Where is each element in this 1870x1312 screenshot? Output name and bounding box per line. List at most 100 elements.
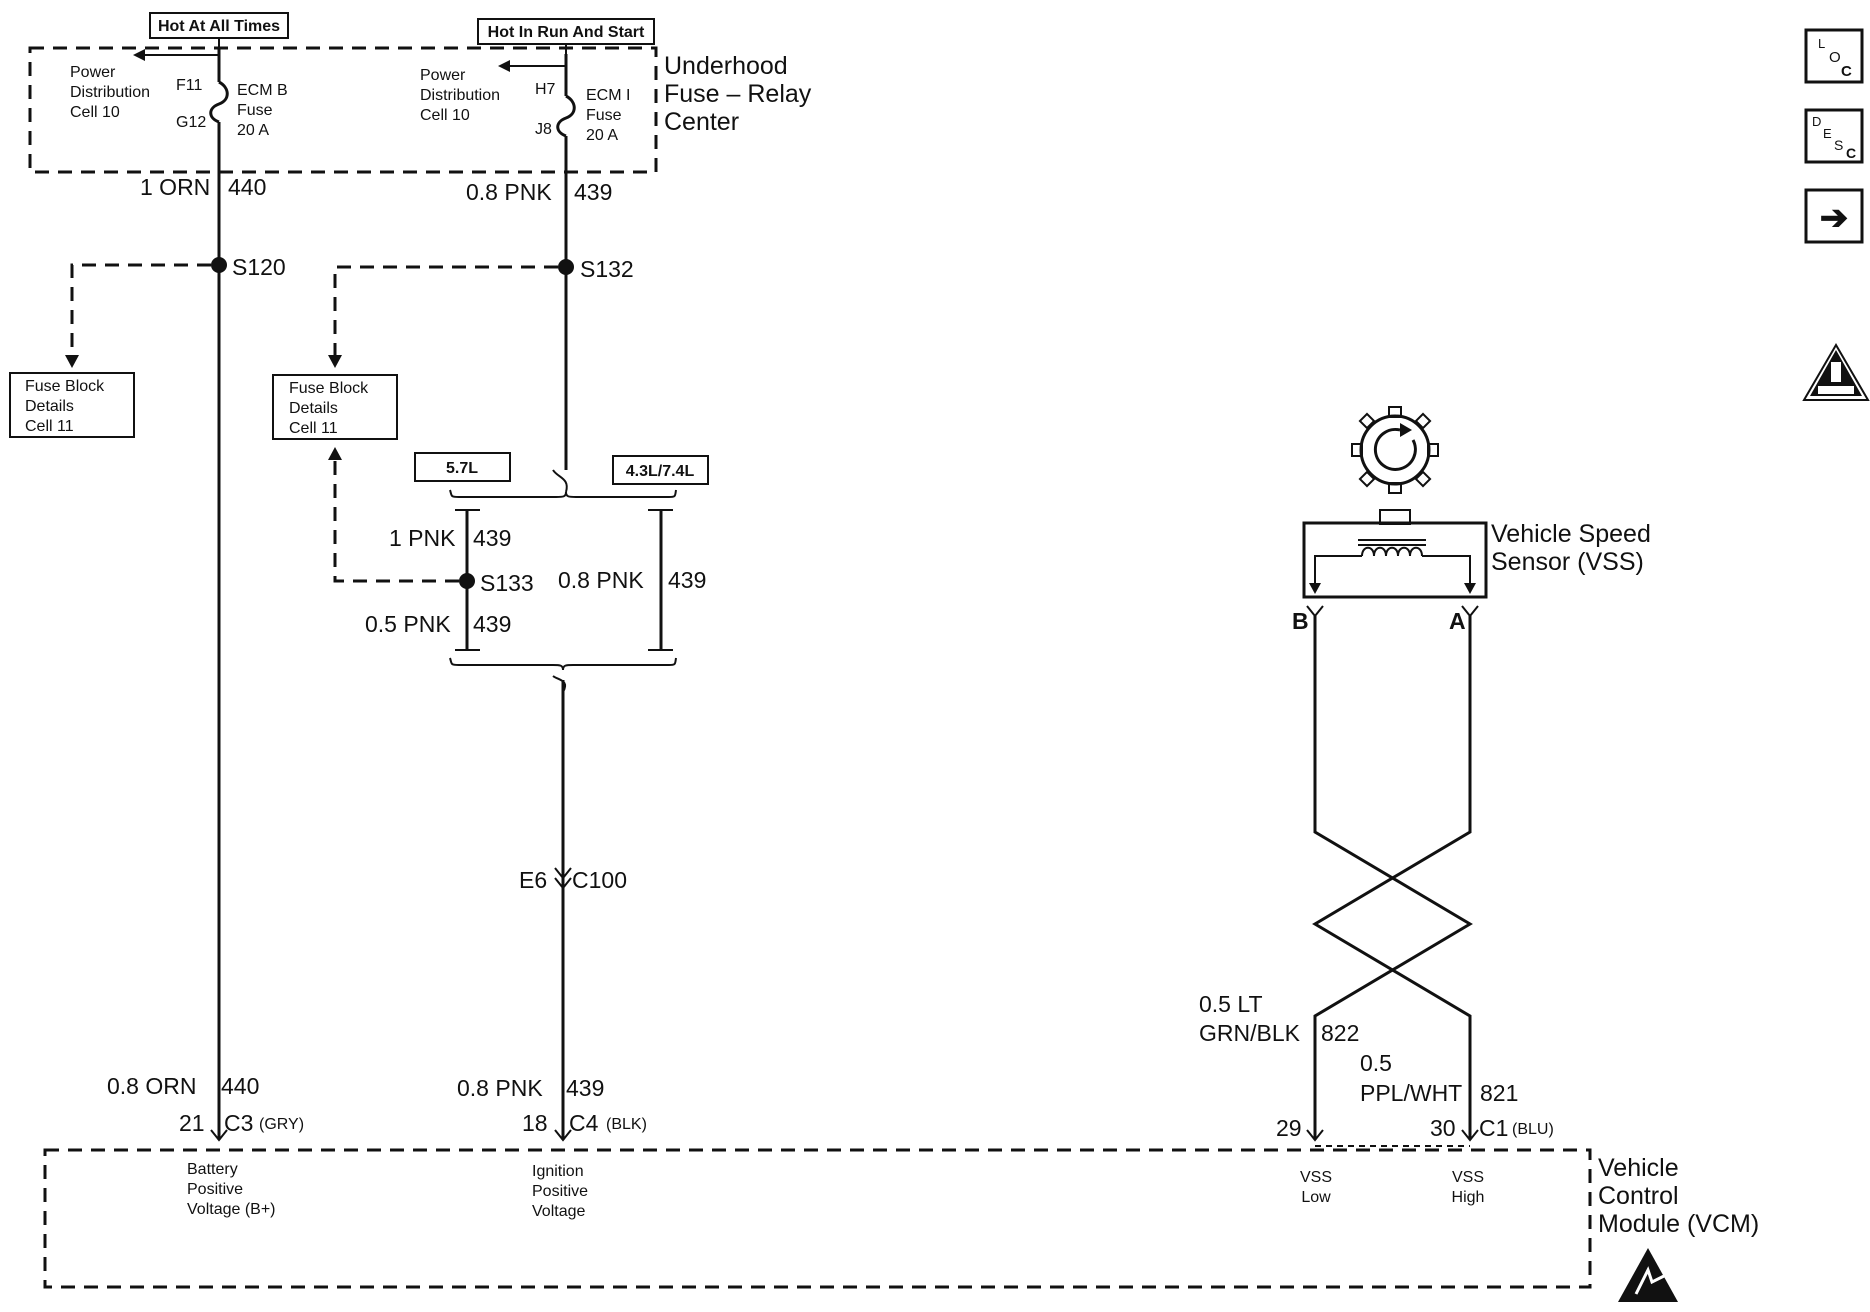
option-5-7l-box <box>414 452 511 482</box>
svg-text:4.3L/7.4L: 4.3L/7.4L <box>626 463 695 480</box>
svg-text:GRN/BLK: GRN/BLK <box>1199 1020 1301 1046</box>
svg-text:PPL/WHT: PPL/WHT <box>1360 1080 1462 1106</box>
splice-s132 <box>558 259 574 275</box>
battery-positive-voltage-label: Battery <box>187 1161 238 1178</box>
vss-low-label: VSS <box>1300 1169 1332 1186</box>
wire-439-a-label: 1 PNK <box>389 525 456 551</box>
hot-in-run-start-box <box>477 18 655 45</box>
wire-439-c-label: 0.8 PNK <box>558 567 644 593</box>
svg-text:(GRY): (GRY) <box>259 1116 304 1133</box>
svg-text:439: 439 <box>668 567 706 593</box>
wire-440-top-label: 1 ORN <box>140 174 210 200</box>
arrow-right-icon: ➔ <box>1820 199 1849 237</box>
svg-text:Positive: Positive <box>532 1183 588 1200</box>
c1-connector: C1 <box>1479 1115 1508 1141</box>
svg-text:Cell 11: Cell 11 <box>25 418 74 435</box>
svg-text:S120: S120 <box>232 254 286 280</box>
svg-text:822: 822 <box>1321 1020 1359 1046</box>
svg-text:L: L <box>1818 36 1825 51</box>
svg-text:D: D <box>1812 114 1821 129</box>
option-bracket-top <box>449 489 677 498</box>
fuse-block-details-2 <box>272 374 398 440</box>
svg-text:821: 821 <box>1480 1080 1518 1106</box>
vss-pin-a: A <box>1449 608 1466 634</box>
vcm-boundary <box>43 1148 1592 1289</box>
wire-821 <box>1312 616 1472 1140</box>
next-arrow-button[interactable]: ➔ <box>1804 188 1864 244</box>
svg-text:440: 440 <box>221 1073 259 1099</box>
c1-pin-30: 30 <box>1430 1115 1456 1141</box>
svg-text:439: 439 <box>473 525 511 551</box>
option-bracket-bottom <box>449 657 677 671</box>
desc-button[interactable]: D E S C <box>1804 108 1864 164</box>
splice-s120 <box>211 257 227 273</box>
ecm-b-fuse-label: ECM B <box>237 82 288 99</box>
fuse-center-title: Underhood <box>664 52 788 80</box>
svg-text:Details: Details <box>25 398 74 415</box>
svg-text:Distribution: Distribution <box>420 87 500 104</box>
vehicle-control-module: 21 C3 (GRY) 18 C4 (BLK) 29 30 C1 (BLU) B… <box>43 1110 1759 1302</box>
vss-high-label: VSS <box>1452 1169 1484 1186</box>
svg-text:Fuse Block: Fuse Block <box>25 378 105 395</box>
svg-text:439: 439 <box>473 611 511 637</box>
svg-text:Module (VCM): Module (VCM) <box>1598 1210 1759 1238</box>
svg-text:20 A: 20 A <box>237 122 269 139</box>
svg-text:Cell 10: Cell 10 <box>420 107 470 124</box>
vss-coil-symbol <box>1361 546 1423 557</box>
svg-text:Voltage (B+): Voltage (B+) <box>187 1201 276 1218</box>
vss-title: Vehicle Speed <box>1491 520 1651 548</box>
connector-c100-label: C100 <box>572 867 627 893</box>
ecm-i-fuse-label: ECM I <box>586 87 630 104</box>
connector-c100-pin: E6 <box>519 867 547 893</box>
svg-text:Positive: Positive <box>187 1181 243 1198</box>
s132-dashed-branch <box>333 265 558 355</box>
c4-pin: 18 <box>522 1110 548 1136</box>
svg-text:20 A: 20 A <box>586 127 618 144</box>
svg-text:439: 439 <box>566 1075 604 1101</box>
fuse-block-details-1 <box>9 372 135 438</box>
connector-c100-symbol <box>554 867 572 890</box>
c1-pin-29: 29 <box>1276 1115 1302 1141</box>
loc-button[interactable]: L O C <box>1804 28 1864 84</box>
svg-text:Voltage: Voltage <box>532 1203 585 1220</box>
ecm-b-fuse-symbol <box>209 80 229 124</box>
vcm-connector-symbols <box>210 1129 1479 1142</box>
power-distribution-label-2: Power <box>420 67 466 84</box>
s120-dashed-branch <box>70 263 211 355</box>
c4-connector: C4 <box>569 1110 599 1136</box>
c3-connector: C3 <box>224 1110 253 1136</box>
svg-text:5.7L: 5.7L <box>446 460 478 477</box>
power-distribution-label-1: Power <box>70 64 116 81</box>
fuse1-pin-bottom: G12 <box>176 114 206 131</box>
svg-text:Distribution: Distribution <box>70 84 150 101</box>
svg-text:Details: Details <box>289 400 338 417</box>
svg-text:(BLK): (BLK) <box>606 1116 647 1133</box>
fuse2-pin-bottom: J8 <box>535 121 552 138</box>
wire-822 <box>1313 616 1473 1140</box>
c3-pin: 21 <box>179 1110 205 1136</box>
option-4-3l-7-4l-box <box>612 455 709 485</box>
wire-439-b-label: 0.5 PNK <box>365 611 451 637</box>
wire-821-label: 0.5 <box>1360 1050 1392 1076</box>
vehicle-speed-sensor: Vehicle Speed Sensor (VSS) B A <box>1292 406 1651 634</box>
vss-housing <box>1302 521 1488 599</box>
circuit-439: 0.8 PNK 439 S132 Fuse Block Details Cell… <box>272 179 709 1140</box>
vcm-title: Vehicle <box>1598 1154 1679 1182</box>
underhood-fuse-relay-center: Hot At All Times Hot In Run And Start Po… <box>28 12 812 470</box>
ecm-i-fuse-symbol <box>556 94 576 138</box>
svg-text:E: E <box>1823 126 1832 141</box>
wire-439-bottom-label: 0.8 PNK <box>457 1075 543 1101</box>
svg-text:Fuse – Relay: Fuse – Relay <box>664 80 812 108</box>
gear-icon <box>1351 406 1439 494</box>
ignition-positive-voltage-label: Ignition <box>532 1163 584 1180</box>
svg-text:S133: S133 <box>480 570 534 596</box>
svg-text:C: C <box>1846 145 1856 161</box>
svg-text:Cell 10: Cell 10 <box>70 104 120 121</box>
svg-text:High: High <box>1452 1189 1485 1206</box>
svg-text:S132: S132 <box>580 256 634 282</box>
hot-in-run-start-label: Hot In Run And Start <box>488 24 645 41</box>
svg-text:440: 440 <box>228 174 266 200</box>
splice-s133 <box>459 573 475 589</box>
vss-pin-b: B <box>1292 608 1309 634</box>
